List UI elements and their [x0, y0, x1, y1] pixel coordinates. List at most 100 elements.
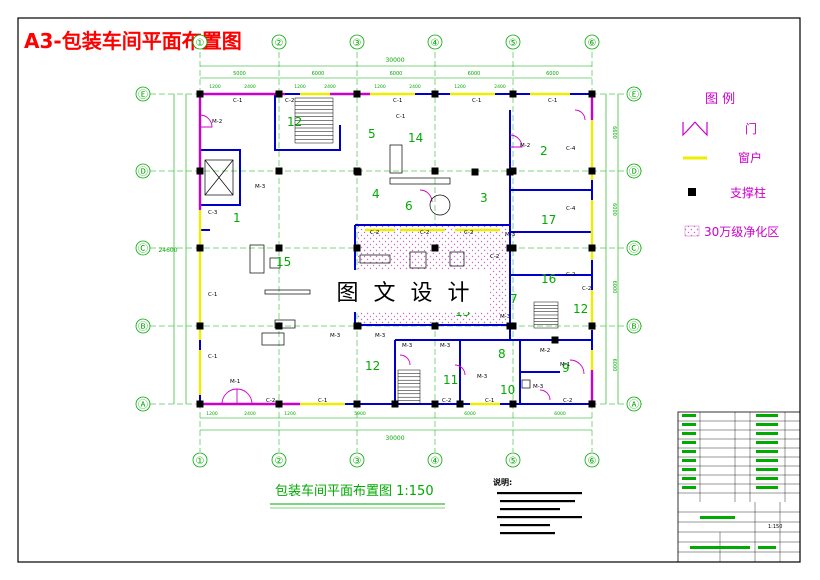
room-labels: 12345678910111213141516171212 [233, 115, 588, 397]
dim-top-sub: 1200 [374, 84, 386, 90]
dim-top-sub: 2400 [244, 84, 256, 90]
dim-top: 6000 [312, 71, 325, 77]
room-number-4: 4 [372, 187, 380, 201]
axis-bubble-side [626, 163, 642, 179]
axis-bubble-top [349, 452, 365, 468]
dimension-lines [173, 65, 619, 431]
column [471, 168, 479, 176]
dim-top-sub: 2400 [409, 84, 421, 90]
title-block-cell [756, 477, 778, 480]
axis-bubble-side [626, 240, 642, 256]
note-line [500, 508, 560, 511]
staircase-south [397, 369, 421, 405]
window-code: C-1 [396, 114, 405, 120]
axis-label: Ⓐ [629, 399, 639, 411]
watermark-text: 图 文 设 计 [337, 281, 474, 306]
column [509, 90, 517, 98]
dim-top-sub: 1200 [209, 84, 221, 90]
column [588, 244, 596, 252]
column [354, 168, 362, 176]
title-block-cell [756, 441, 778, 444]
room-number-12c: 12 [573, 302, 588, 316]
door-code: M-3 [375, 333, 386, 339]
axis-label: Ⓒ [138, 243, 148, 255]
axis-bubble-side [135, 240, 151, 256]
room-number-11: 11 [443, 373, 458, 387]
doors [199, 109, 586, 405]
title-block-cell [682, 450, 696, 453]
axis-label: ⑥ [588, 38, 597, 49]
axis-label: ④ [431, 456, 440, 467]
axis-bubble-side [135, 318, 151, 334]
window-code: C-1 [233, 98, 242, 104]
axis-bubble-side [626, 396, 642, 412]
door-code: M-2 [212, 119, 222, 125]
window-code: C-2 [464, 230, 473, 236]
column [588, 400, 596, 408]
staircase-north [294, 97, 334, 144]
window-code: C-2 [582, 286, 591, 292]
room-number-9: 9 [562, 361, 570, 375]
column [551, 336, 559, 344]
title-block-cell [682, 477, 696, 480]
dim-bottom: 1200 [284, 411, 296, 417]
column [431, 90, 439, 98]
column [431, 244, 439, 252]
column [275, 90, 283, 98]
column [275, 244, 283, 252]
legend-item-clean-area: 30万级净化区 [704, 225, 779, 239]
door-code: M-3 [440, 343, 451, 349]
window-code: C-2 [420, 230, 429, 236]
note-line [500, 532, 555, 535]
overall-dim-bottom: 30000 [385, 435, 404, 442]
axis-label: Ⓑ [138, 321, 148, 333]
axis-label: Ⓑ [629, 321, 639, 333]
legend-item-column: 支撑柱 [730, 185, 766, 200]
axis-bubble-top [271, 34, 287, 50]
door-code: M-2 [540, 348, 550, 354]
column [509, 400, 517, 408]
axis-label: Ⓔ [629, 89, 639, 101]
title-block-cell [682, 423, 696, 426]
window-code: C-2 [490, 254, 499, 260]
title-block-cell [682, 441, 696, 444]
title-block-cell [682, 432, 696, 435]
dim-top: 6000 [546, 71, 559, 77]
title-block-cell [756, 486, 778, 489]
door-code: M-3 [330, 333, 341, 339]
axis-bubble-side [135, 86, 151, 102]
axis-bubble-top [349, 34, 365, 50]
door-code: M-3 [533, 384, 544, 390]
door-code: M-3 [505, 232, 516, 238]
title-block-cell [682, 468, 696, 471]
support-columns [196, 90, 596, 408]
axis-label: ⑤ [509, 456, 518, 467]
axis-label: ⑤ [509, 38, 518, 49]
axis-label: ② [275, 38, 284, 49]
door-code: M-3 [477, 374, 488, 380]
axis-bubble-top [505, 452, 521, 468]
dim-bottom: 5900 [354, 411, 366, 417]
axis-bubble-top [192, 452, 208, 468]
window-code: C-2 [563, 398, 572, 404]
column [275, 322, 283, 330]
title-block-cell [756, 459, 778, 462]
clean-area-hatch-icon [684, 225, 700, 237]
column-square-icon [688, 188, 696, 196]
column [196, 167, 204, 175]
column [456, 400, 464, 408]
dim-top-sub: 1200 [454, 84, 466, 90]
column [196, 90, 204, 98]
window-code: C-2 [566, 272, 575, 278]
window-code: C-2 [266, 398, 275, 404]
room-number-3: 3 [480, 191, 488, 205]
window-code: C-1 [208, 292, 217, 298]
equipment [204, 144, 531, 389]
drawing-subtitle: 包装车间平面布置图 1:150 [275, 483, 434, 499]
column [196, 244, 204, 252]
overall-dim-side: 24600 [158, 247, 177, 254]
